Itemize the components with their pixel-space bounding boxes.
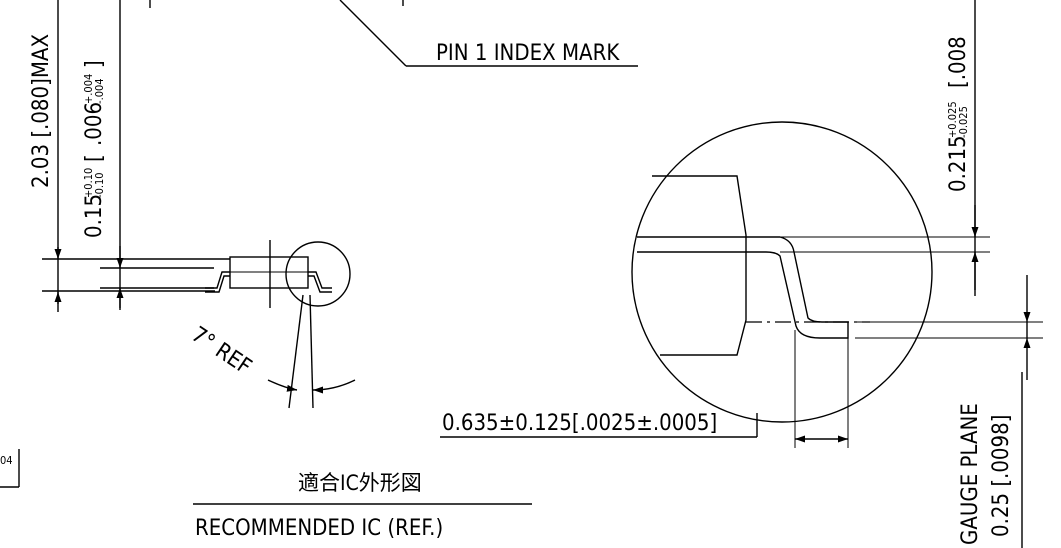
standoff-label: 0.15 +0.10 -0.10 [ .006 +.004 -.004 ] [82,60,107,238]
svg-text:-0.10: -0.10 [93,172,106,198]
svg-text:0.215: 0.215 [946,135,971,192]
svg-text:.006: .006 [82,102,107,146]
svg-text:-.004: -.004 [93,78,106,104]
svg-text:+0.10: +0.10 [82,168,95,198]
svg-text:[.008: [.008 [946,36,971,88]
gauge-plane-label: GAUGE PLANE [958,403,983,545]
height-max-label: 2.03 [.080]MAX [29,34,54,188]
svg-text:+0.025: +0.025 [946,101,959,138]
svg-text:0.15: 0.15 [82,194,107,238]
svg-text:04: 04 [0,454,13,467]
detail-lead [746,236,849,339]
svg-text:-0.025: -0.025 [957,106,970,138]
foot-length-label: 0.635±0.125[.0025±.0005] [442,411,717,436]
detail-circle-small [285,241,351,307]
angle-ref [267,294,356,409]
recommended-jp-label: 適合IC外形図 [298,471,422,495]
gauge-value-label: 0.25 [.0098] [989,415,1014,537]
recommended-en-label: RECOMMENDED IC (REF.) [195,516,443,541]
svg-text:]: ] [82,60,107,68]
lead-thickness-dimension [780,0,990,296]
height-dimension [42,0,230,312]
foot-length-dimension [440,330,849,448]
pin1-leader [149,0,638,67]
pin1-index-label: PIN 1 INDEX MARK [436,41,620,66]
svg-text:+.004: +.004 [82,74,95,104]
angle-ref-label: 7° REF [187,322,256,380]
detail-circle-large [631,121,933,423]
standoff-dimension [100,0,214,310]
ic-side-profile [205,240,332,308]
svg-text:[: [ [82,154,107,162]
detail-body [637,175,747,356]
cut-fragment: 04 [0,449,20,488]
gauge-dimension [855,275,1043,380]
lead-thickness-label: 0.215 +0.025 -0.025 [.008 [946,36,971,192]
